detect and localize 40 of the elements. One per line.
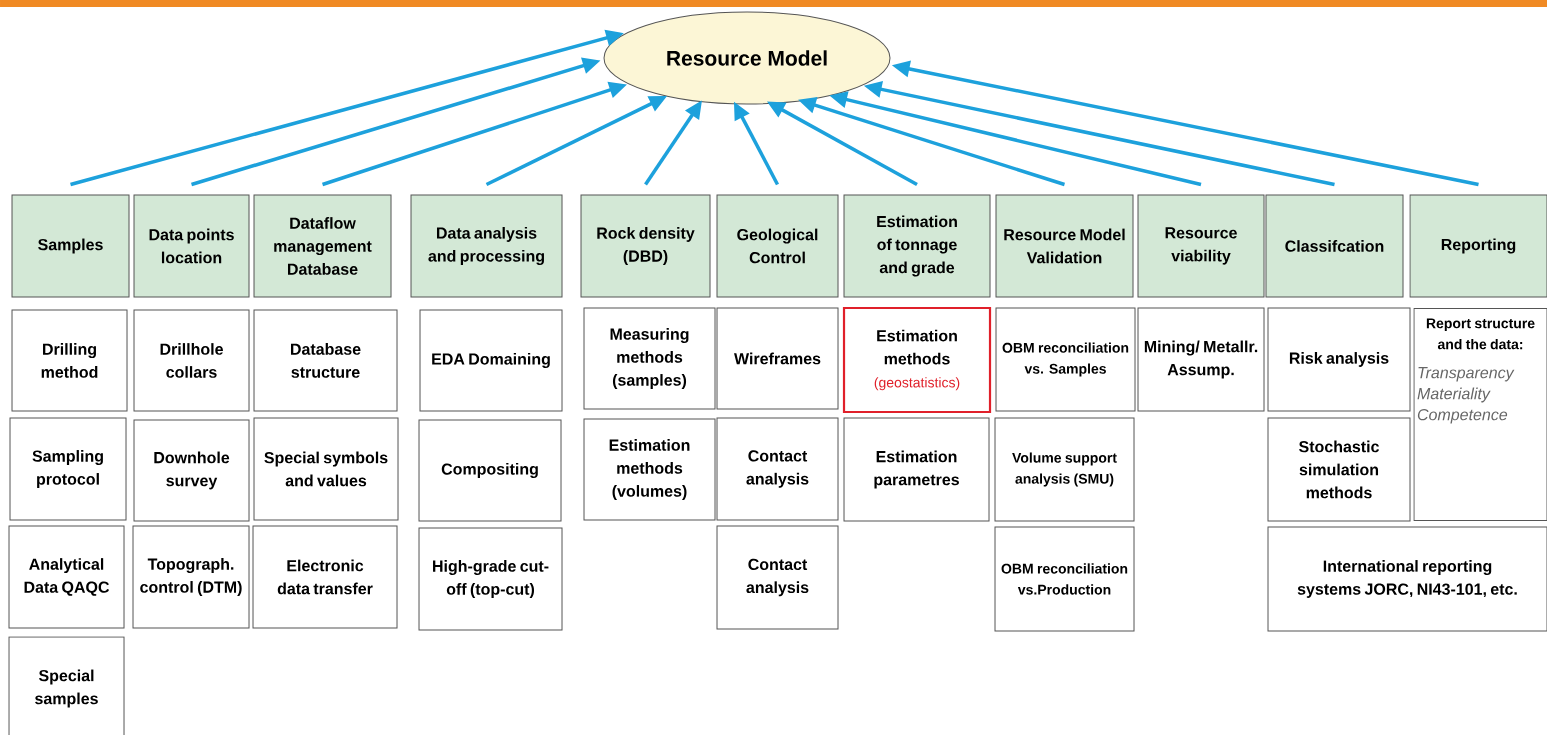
- category-box: Resource viability: [1137, 194, 1265, 298]
- item-box: Special symbols and values: [253, 417, 399, 521]
- category-box: Dataflow management Database: [253, 194, 392, 298]
- item-box: OBM reconciliation vs. Samples: [995, 307, 1136, 412]
- item-box: Measuring methods (samples): [583, 307, 716, 410]
- category-box: Geological Control: [716, 194, 839, 298]
- item-box: Risk analysis: [1267, 307, 1411, 412]
- ellipse-node: Resource Model: [603, 11, 891, 105]
- category-box: Reporting: [1409, 194, 1547, 298]
- item-box: International reporting systems JORC, NI43-101, etc.: [1267, 526, 1547, 632]
- item-box: Estimation parametres: [843, 417, 990, 522]
- item-box: Downhole survey: [133, 419, 250, 522]
- item-box: Estimation methods (volumes): [583, 418, 716, 521]
- item-box: Contact analysis: [716, 525, 839, 630]
- item-box: Electronic data transfer: [252, 525, 398, 629]
- item-box: Mining/ Metallr. Assump.: [1137, 307, 1265, 412]
- highlighted-box: Estimation methods (geostatistics): [842, 306, 992, 414]
- category-box: Data points location: [133, 194, 250, 298]
- item-box: Report structure and the data: Transparency Materiality Competence: [1413, 308, 1547, 521]
- item-box: Topograph. control (DTM): [132, 525, 250, 629]
- item-box: EDA Domaining: [419, 309, 563, 412]
- item-box: High-grade cut-off (top-cut): [418, 527, 563, 631]
- category-box: Estimation of tonnage and grade: [843, 194, 991, 298]
- item-box: Stochastic simulation methods: [1267, 417, 1411, 522]
- category-box: Data analysis and processing: [410, 194, 563, 298]
- item-box: Wireframes: [716, 307, 839, 410]
- item-box: Drillhole collars: [133, 309, 250, 412]
- item-box: Database structure: [253, 309, 398, 412]
- category-box: Resource Model Validation: [995, 194, 1134, 298]
- category-box: Classifcation: [1265, 194, 1404, 298]
- item-box: Special samples: [8, 636, 125, 735]
- item-box: Contact analysis: [716, 417, 839, 521]
- item-box: OBM reconciliation vs.Production: [994, 526, 1135, 632]
- item-box: Drilling method: [11, 309, 128, 412]
- item-box: Analytical Data QAQC: [8, 525, 125, 629]
- item-box: Sampling protocol: [9, 417, 127, 521]
- category-box: Samples: [11, 194, 130, 298]
- item-box: Volume support analysis (SMU): [994, 417, 1135, 522]
- item-box: Compositing: [418, 419, 562, 522]
- category-box: Rock density (DBD): [580, 194, 711, 298]
